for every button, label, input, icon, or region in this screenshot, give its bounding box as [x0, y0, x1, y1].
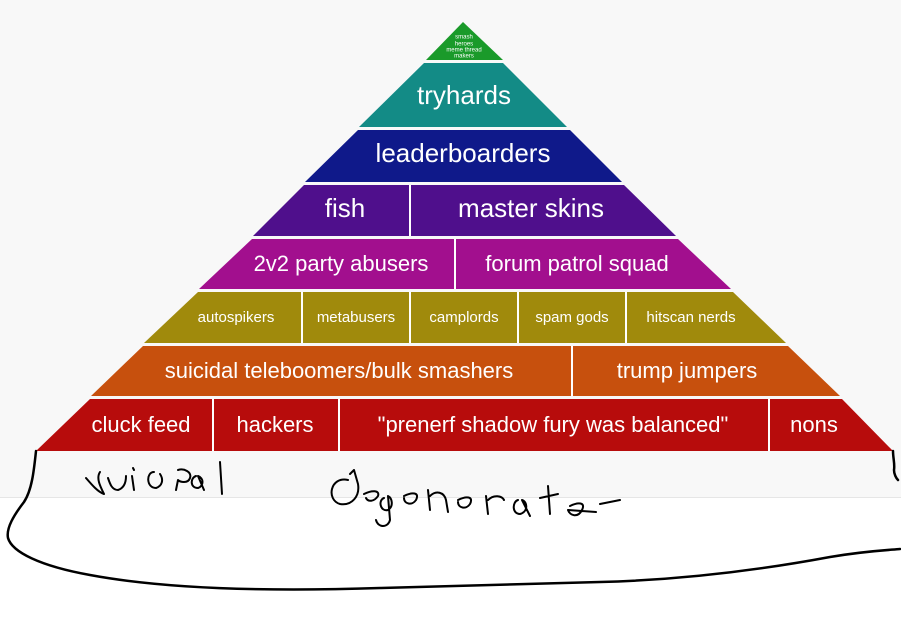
handwritten-base-label: [85, 461, 621, 527]
tier-0-label-line-1: smash: [455, 35, 473, 41]
tier-1-band: [359, 63, 567, 127]
tier-7-cell-1-label: cluck feed: [91, 412, 190, 437]
tier-6-cell-2-label: trump jumpers: [617, 358, 758, 383]
tier-0-band: [426, 22, 503, 60]
tier-5-cell-3-label: camplords: [429, 309, 498, 326]
tier-5-cell-1-label: autospikers: [198, 309, 275, 326]
tier-4-cell-2-label: forum patrol squad: [485, 251, 668, 276]
tier-7-band: [36, 399, 893, 451]
tier-0-label-line-3: meme thread: [446, 48, 481, 54]
tier-3-cell-2-label: master skins: [458, 193, 604, 223]
handdrawn-base-outline: [6, 449, 901, 591]
tier-5-cell-2-label: metabusers: [317, 309, 395, 326]
tier-4-cell-1-label: 2v2 party abusers: [254, 251, 429, 276]
tier-6-cell-1-label: suicidal teleboomers/bulk smashers: [165, 358, 514, 383]
background-divider: [0, 497, 901, 498]
tier-1-cell-1-label: tryhards: [417, 80, 511, 110]
tier-3-cell-1-label: fish: [325, 193, 365, 223]
tier-4-band: [199, 239, 731, 289]
tier-7-cell-2-label: hackers: [236, 412, 313, 437]
tier-0-label-line-4: makers: [454, 54, 474, 60]
tier-2-cell-1-label: leaderboarders: [376, 138, 551, 168]
tier-2-band: [305, 130, 622, 182]
tier-0-label-line-2: heroes: [455, 42, 473, 48]
tier-6-band: [91, 346, 840, 396]
tier-7-cell-4-label: nons: [790, 412, 838, 437]
tier-7-cell-3-label: "prenerf shadow fury was balanced": [378, 412, 729, 437]
tier-5-cell-4-label: spam gods: [535, 309, 608, 326]
tier-5-cell-5-label: hitscan nerds: [646, 309, 735, 326]
tier-3-band: [253, 185, 676, 236]
